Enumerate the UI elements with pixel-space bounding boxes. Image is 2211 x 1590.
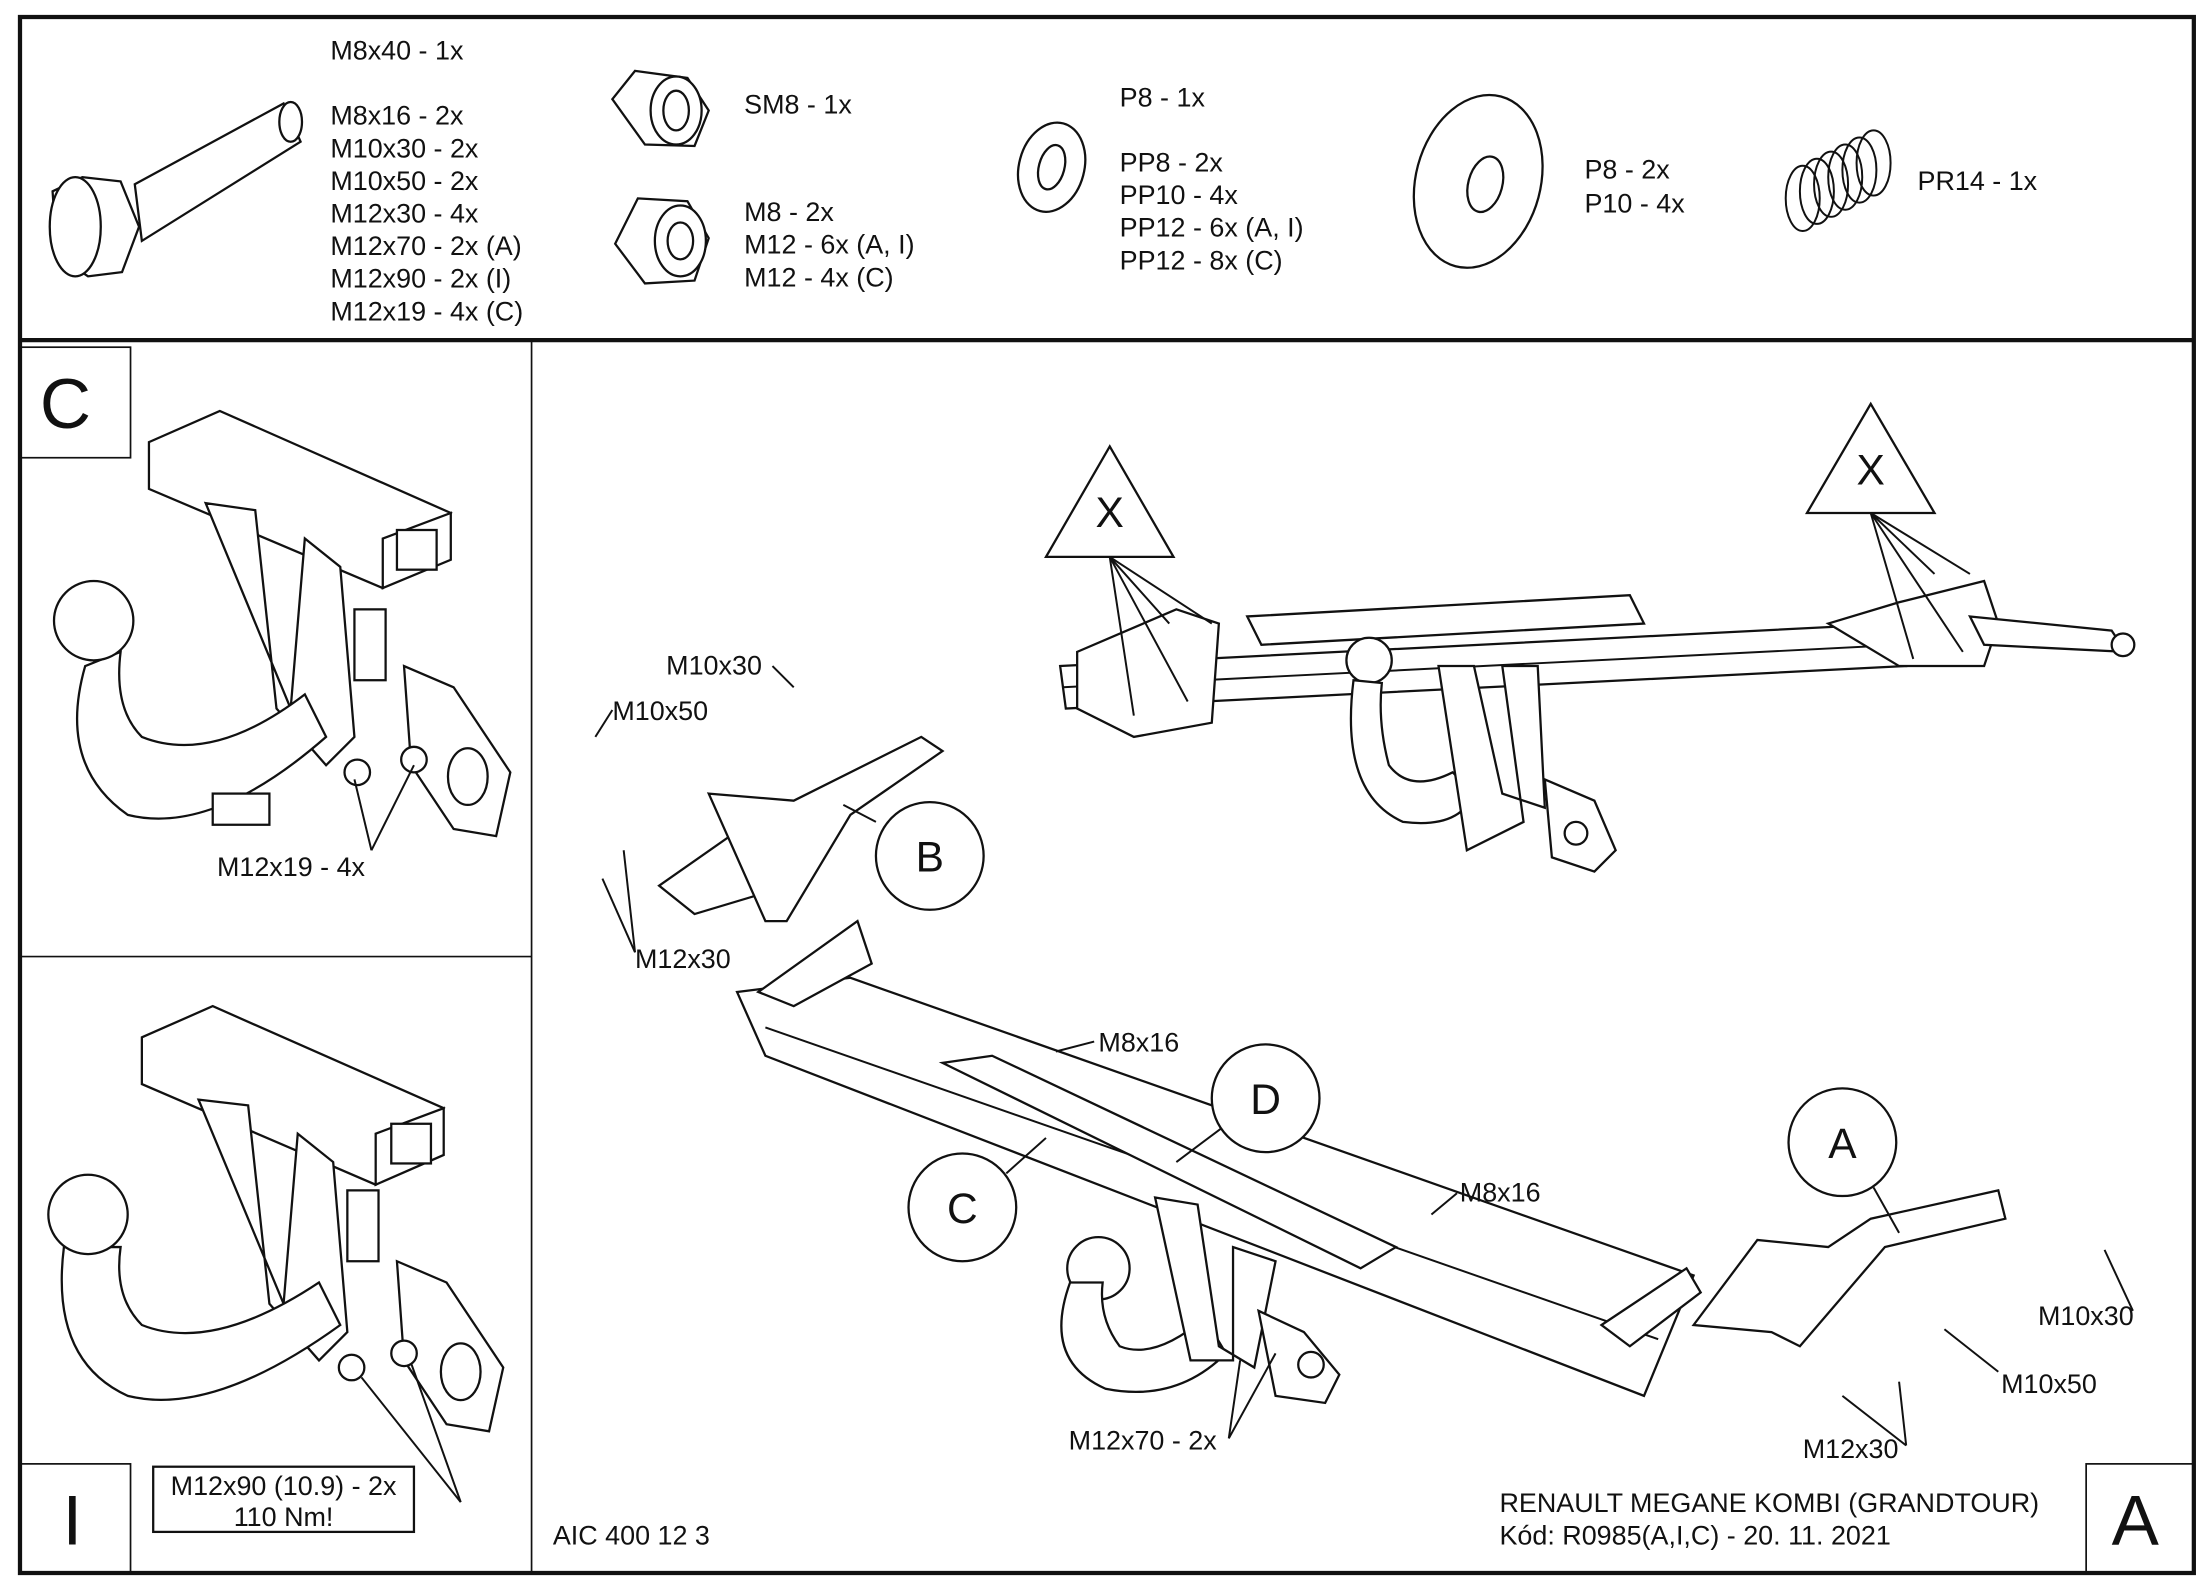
panel-letter-box	[19, 346, 132, 459]
part-label: PP12 - 6x (A, I)	[1120, 213, 1304, 243]
part-label: P8 - 1x	[1120, 82, 1206, 112]
x-marker-left: X	[1044, 444, 1213, 716]
drawing-code: AIC 400 12 3	[553, 1521, 710, 1551]
part-label: M12x90 - 2x (I)	[330, 264, 511, 294]
torque-note-box: M12x90 (10.9) - 2x 110 Nm!	[152, 1465, 416, 1534]
bolt-icon	[48, 100, 304, 278]
part-label: SM8 - 1x	[744, 89, 852, 119]
marker-c-label: C	[947, 1186, 978, 1233]
fastener-callout-lines	[594, 665, 2134, 1447]
marker-d-label: D	[1250, 1077, 1281, 1124]
spring-icon	[1784, 129, 1892, 232]
callout-label: M12x19 - 4x	[217, 852, 366, 882]
callout-label: M10x50	[612, 696, 708, 726]
assembled-towbar-drawing	[1058, 579, 2136, 873]
x-marker-label: X	[1857, 448, 1885, 495]
parts-bolts: M8x40 - 1x M8x16 - 2x M10x30 - 2x M10x50…	[330, 36, 523, 327]
self-locking-nut-icon	[610, 69, 710, 148]
part-label: P8 - 2x	[1584, 155, 1670, 185]
kod-date: Kód: R0985(A,I,C) - 20. 11. 2021	[1499, 1521, 1890, 1551]
part-label: P10 - 4x	[1584, 189, 1685, 219]
part-label: M12 - 4x (C)	[744, 262, 894, 292]
torque-note-line2: 110 Nm!	[234, 1502, 334, 1532]
washer-icon	[1016, 121, 1087, 213]
vehicle-title: RENAULT MEGANE KOMBI (GRANDTOUR)	[1499, 1488, 2039, 1518]
x-marker-right: X	[1804, 401, 1971, 660]
part-label: M12x30 - 4x	[330, 198, 479, 228]
part-label: M12x70 - 2x (A)	[330, 231, 521, 261]
callout-label: M8x16	[1098, 1027, 1179, 1057]
marker-c: C	[907, 1137, 1047, 1263]
sheet-letter: A	[2112, 1482, 2160, 1561]
part-label: PR14 - 1x	[1918, 166, 2038, 196]
marker-b: B	[842, 800, 985, 911]
marker-b-label: B	[916, 835, 944, 882]
panel-letter-box	[19, 1463, 132, 1574]
part-label: PP10 - 4x	[1120, 180, 1239, 210]
panel-letter: C	[40, 365, 91, 444]
part-label: M8 - 2x	[744, 197, 834, 227]
x-marker-label: X	[1096, 490, 1124, 537]
callout-label: M12x30	[1803, 1434, 1899, 1464]
sheet-letter-box	[2085, 1463, 2195, 1574]
part-label: PP8 - 2x	[1120, 147, 1224, 177]
marker-d: D	[1175, 1043, 1321, 1163]
torque-note-line1: M12x90 (10.9) - 2x	[171, 1471, 397, 1501]
marker-a: A	[1787, 1087, 1900, 1234]
part-label: PP12 - 8x (C)	[1120, 245, 1283, 275]
marker-a-label: A	[1828, 1121, 1857, 1168]
part-label: M10x30 - 2x	[330, 133, 479, 163]
callout-label: M10x50	[2001, 1369, 2097, 1399]
panel-letter: I	[63, 1482, 83, 1561]
callout-label: M10x30	[2038, 1301, 2134, 1331]
large-washer-icon	[1412, 93, 1544, 269]
exploded-towbar-drawing	[657, 735, 2007, 1405]
callout-label: M10x30	[666, 651, 762, 681]
part-label: M12 - 6x (A, I)	[744, 230, 914, 260]
towbar-variant-i-drawing	[47, 1004, 505, 1503]
outer-frame	[17, 14, 2196, 1576]
part-label: M8x40 - 1x	[330, 36, 464, 66]
nut-icon	[613, 197, 710, 285]
part-label: M8x16 - 2x	[330, 101, 464, 131]
part-label: M10x50 - 2x	[330, 166, 479, 196]
callout-label: M12x30	[635, 944, 731, 974]
callout-label: M8x16	[1460, 1178, 1541, 1208]
part-label: M12x19 - 4x (C)	[330, 296, 523, 326]
callout-label: M12x70 - 2x	[1069, 1426, 1218, 1456]
towbar-variant-c-drawing	[52, 409, 512, 851]
